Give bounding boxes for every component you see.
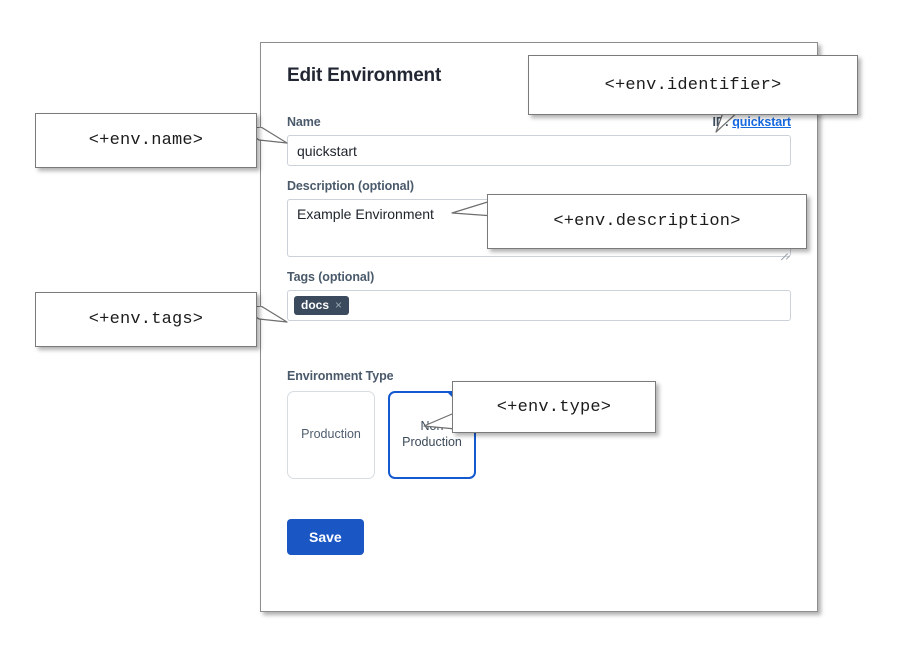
annotation-callout-env-identifier: <+env.identifier> (528, 55, 858, 115)
tags-input[interactable]: docs × (287, 290, 791, 321)
annotation-text: <+env.type> (496, 397, 612, 417)
name-field-block (287, 135, 791, 166)
id-link[interactable]: quickstart (732, 115, 791, 129)
name-label: Name (287, 115, 321, 129)
environment-type-option-label: Production (301, 427, 361, 442)
annotation-callout-env-name: <+env.name> (35, 113, 257, 168)
annotation-callout-env-description: <+env.description> (487, 194, 807, 249)
annotation-text: <+env.name> (88, 131, 204, 150)
tag-chip-label: docs (301, 298, 330, 312)
annotation-text: <+env.tags> (88, 310, 204, 329)
save-button[interactable]: Save (287, 519, 364, 555)
environment-type-label: Environment Type (287, 369, 394, 383)
environment-type-option-production[interactable]: Production (287, 391, 375, 479)
close-icon[interactable]: × (335, 298, 343, 312)
description-label: Description (optional) (287, 179, 414, 193)
name-input[interactable] (287, 135, 791, 166)
annotation-text: <+env.identifier> (604, 75, 782, 95)
tags-label: Tags (optional) (287, 270, 375, 284)
annotation-callout-env-type: <+env.type> (452, 381, 656, 433)
tag-chip[interactable]: docs × (294, 296, 350, 315)
annotation-callout-env-tags: <+env.tags> (35, 292, 257, 347)
annotation-text: <+env.description> (553, 212, 741, 231)
page-title: Edit Environment (287, 65, 442, 86)
